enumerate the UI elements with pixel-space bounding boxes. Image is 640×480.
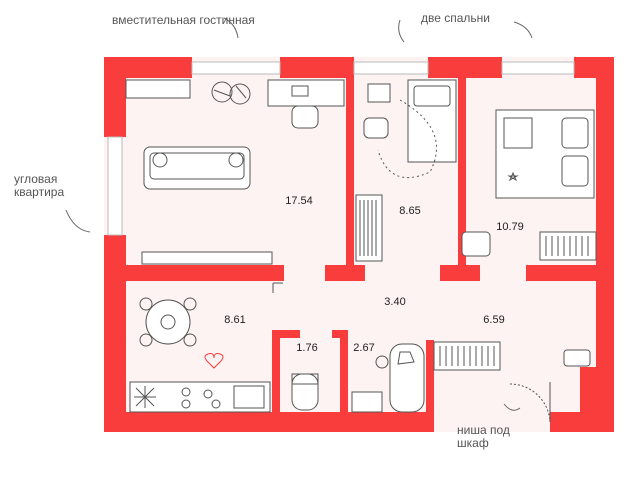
area-toilet: 1.76	[296, 342, 318, 354]
area-bedroom-large: 10.79	[496, 221, 524, 233]
windows	[107, 61, 575, 236]
bathtub-icon	[389, 343, 425, 413]
small-bedroom-furniture	[355, 79, 457, 262]
large-bedroom-furniture	[461, 109, 597, 261]
star-icon	[507, 171, 519, 182]
interior-walls	[104, 78, 614, 432]
note-niche: ниша под шкаф	[457, 423, 510, 450]
exterior-walls	[104, 57, 614, 432]
bathroom-fixtures	[272, 282, 591, 423]
note-living-room: вместительная гостинная	[112, 13, 255, 27]
kitchen-furniture	[129, 297, 271, 413]
heart-icon	[204, 353, 224, 369]
note-corner: угловая квартира	[14, 172, 65, 199]
plant-icon	[211, 81, 251, 105]
toilet-icon	[291, 373, 319, 411]
area-bedroom-small: 8.65	[399, 205, 421, 217]
area-living-room: 17.54	[285, 195, 313, 207]
area-hallway: 3.40	[384, 296, 406, 308]
area-corridor-right: 6.59	[483, 314, 505, 326]
area-kitchen: 8.61	[224, 314, 246, 326]
annotation-arrows	[65, 17, 533, 411]
niche-arrow	[503, 403, 521, 411]
living-room-furniture	[125, 79, 345, 265]
note-two-bedrooms: две спальни	[421, 11, 491, 25]
area-bathroom: 2.67	[353, 342, 375, 354]
stove-icon	[134, 386, 156, 408]
